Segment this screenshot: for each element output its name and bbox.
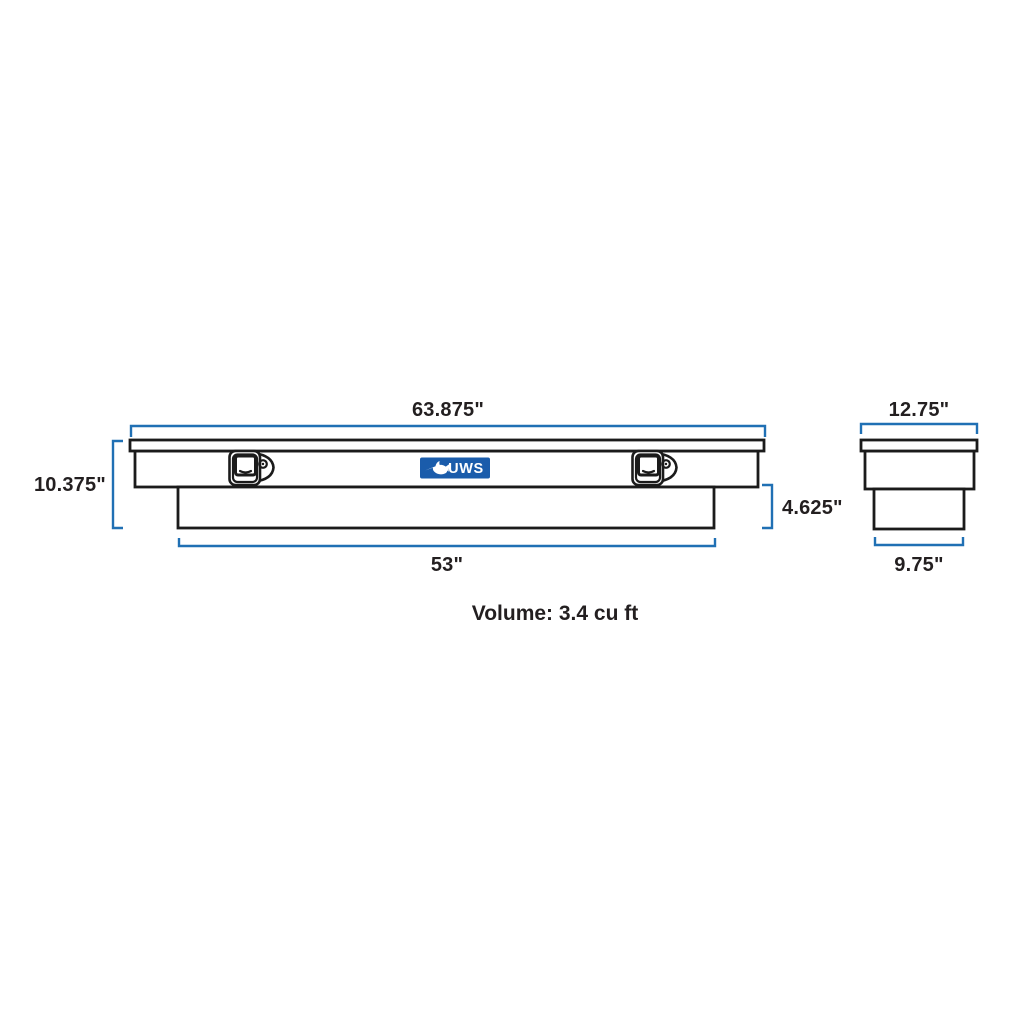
dim-base-height-line — [762, 483, 774, 530]
dim-side-width-line — [859, 422, 979, 434]
dim-side-width-label: 12.75" — [889, 399, 950, 421]
dim-side-base-width-label: 9.75" — [894, 554, 943, 576]
marlin-icon — [425, 461, 450, 475]
front-base — [176, 485, 716, 530]
dim-front-width: 63.875" — [129, 399, 767, 437]
dim-side-width: 12.75" — [859, 399, 979, 434]
volume-label: Volume: 3.4 cu ft — [472, 602, 638, 625]
dim-front-height-line — [111, 439, 123, 530]
side-base — [872, 487, 966, 531]
side-body — [863, 449, 976, 491]
dim-base-height-label: 4.625" — [782, 497, 843, 519]
logo-text: UWS — [448, 461, 484, 477]
uws-logo: UWS — [420, 457, 490, 479]
dim-front-height-label: 10.375" — [34, 474, 106, 496]
front-view: UWS 63.875" 10.375" 4.625" 53" — [34, 399, 843, 576]
side-lid — [859, 438, 979, 453]
dim-side-base-width-line — [873, 537, 965, 547]
dim-side-base-width: 9.75" — [873, 537, 965, 576]
side-view: 12.75" 9.75" — [859, 399, 979, 576]
front-lid — [128, 438, 766, 453]
dim-base-width-line — [177, 538, 717, 548]
dim-base-width-label: 53" — [431, 554, 463, 576]
dim-base-height: 4.625" — [762, 483, 843, 530]
dim-base-width: 53" — [177, 538, 717, 576]
dim-front-width-line — [129, 424, 767, 437]
dim-front-height: 10.375" — [34, 439, 123, 530]
dim-front-width-label: 63.875" — [412, 399, 484, 421]
